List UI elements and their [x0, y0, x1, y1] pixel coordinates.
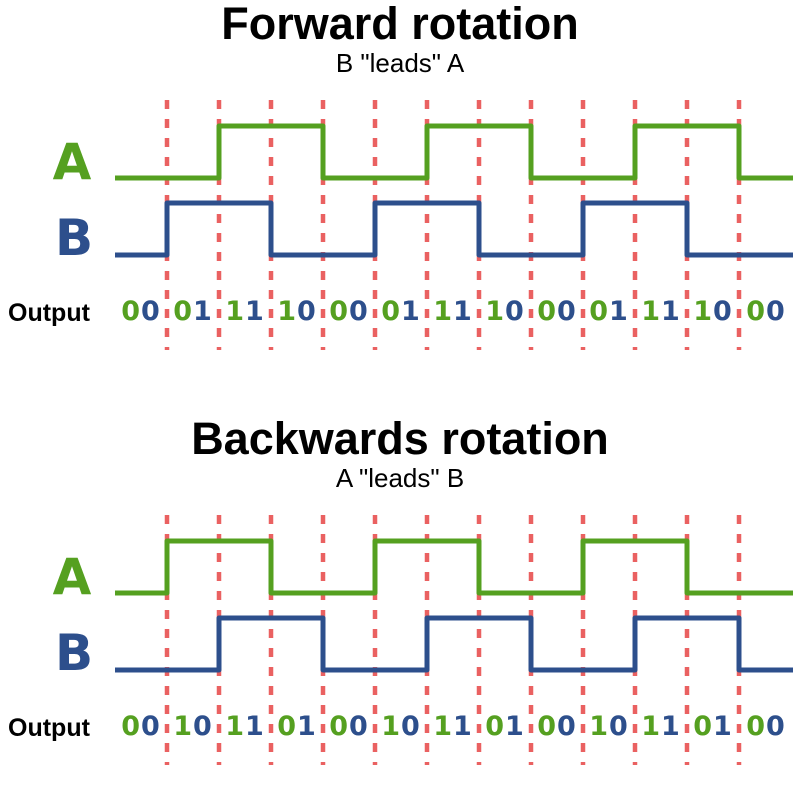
output-pair: 11	[433, 296, 473, 328]
page-title: Backwards rotation	[191, 413, 609, 464]
output-digit-a: 1	[641, 296, 661, 327]
output-digit-a: 0	[329, 711, 349, 742]
signal-a-label: A	[52, 548, 92, 606]
output-digit-a: 0	[693, 711, 713, 742]
output-digit-b: 1	[401, 296, 421, 327]
output-pair: 00	[746, 296, 786, 328]
output-pair: 10	[381, 711, 421, 743]
output-digit-b: 0	[193, 711, 213, 742]
output-digit-a: 1	[225, 296, 245, 327]
output-digit-b: 1	[453, 711, 473, 742]
output-digit-b: 0	[505, 296, 525, 327]
output-digit-a: 1	[485, 296, 505, 327]
output-digit-b: 0	[141, 296, 161, 327]
output-digit-a: 1	[225, 711, 245, 742]
output-digit-a: 1	[589, 711, 609, 742]
output-digit-a: 0	[277, 711, 297, 742]
output-digit-a: 0	[381, 296, 401, 327]
output-digit-b: 1	[609, 296, 629, 327]
output-digit-b: 0	[766, 296, 786, 327]
output-digit-a: 1	[693, 296, 713, 327]
output-digit-b: 0	[349, 711, 369, 742]
output-digit-b: 0	[766, 711, 786, 742]
output-pair: 00	[537, 296, 577, 328]
output-pair: 00	[746, 711, 786, 743]
panel-backwards-rotation: Backwards rotation A "leads" B A B Outpu…	[0, 415, 800, 786]
output-pair: 10	[485, 296, 525, 328]
output-digit-a: 1	[641, 711, 661, 742]
output-pair: 01	[381, 296, 421, 328]
output-pair: 01	[485, 711, 525, 743]
output-digit-b: 1	[297, 711, 317, 742]
output-label: Output	[8, 299, 90, 327]
output-label: Output	[8, 714, 90, 742]
output-digit-b: 0	[557, 711, 577, 742]
output-pair: 11	[641, 296, 681, 328]
output-digit-b: 1	[245, 711, 265, 742]
output-pair: 00	[121, 711, 161, 743]
panel-subtitle: B "leads" A	[335, 48, 465, 78]
output-digit-b: 1	[661, 296, 681, 327]
output-pair: 01	[693, 711, 733, 743]
output-digit-a: 1	[433, 296, 453, 327]
output-digit-a: 0	[746, 296, 766, 327]
output-digit-b: 1	[661, 711, 681, 742]
signal-b-trace	[115, 200, 793, 258]
output-pair: 11	[433, 711, 473, 743]
output-digit-b: 1	[193, 296, 213, 327]
output-pair: 00	[121, 296, 161, 328]
output-digit-a: 0	[485, 711, 505, 742]
signal-a-trace	[115, 123, 793, 181]
output-pair: 10	[277, 296, 317, 328]
output-pair: 11	[641, 711, 681, 743]
output-pair: 11	[225, 711, 265, 743]
output-digit-b: 0	[557, 296, 577, 327]
signal-b-label: B	[54, 209, 94, 267]
output-digit-a: 0	[173, 296, 193, 327]
output-digit-a: 1	[173, 711, 193, 742]
output-digit-a: 0	[537, 711, 557, 742]
output-digit-b: 0	[349, 296, 369, 327]
output-digit-b: 1	[505, 711, 525, 742]
output-pair: 00	[329, 296, 369, 328]
output-digit-a: 1	[381, 711, 401, 742]
panel-forward-rotation: Forward rotation B "leads" A A B Output …	[0, 0, 800, 392]
output-pair: 10	[693, 296, 733, 328]
output-digit-b: 1	[245, 296, 265, 327]
signal-b-label: B	[54, 624, 94, 682]
output-digit-b: 0	[141, 711, 161, 742]
output-digit-b: 0	[401, 711, 421, 742]
output-digit-a: 0	[121, 296, 141, 327]
output-pair: 00	[329, 711, 369, 743]
page-title: Forward rotation	[221, 0, 579, 49]
signal-b-trace	[115, 615, 793, 673]
output-pair: 00	[537, 711, 577, 743]
output-pair: 10	[173, 711, 213, 743]
output-digit-a: 0	[121, 711, 141, 742]
output-pair: 11	[225, 296, 265, 328]
output-digit-a: 1	[433, 711, 453, 742]
signal-a-label: A	[52, 133, 92, 191]
output-digit-b: 0	[297, 296, 317, 327]
panel-subtitle: A "leads" B	[335, 463, 465, 493]
output-pair: 01	[277, 711, 317, 743]
output-digit-b: 1	[453, 296, 473, 327]
output-digit-b: 1	[713, 711, 733, 742]
output-digit-b: 0	[713, 296, 733, 327]
output-digit-b: 0	[609, 711, 629, 742]
output-digit-a: 0	[746, 711, 766, 742]
signal-a-trace	[115, 538, 793, 596]
output-digit-a: 0	[589, 296, 609, 327]
output-pair: 10	[589, 711, 629, 743]
output-digit-a: 1	[277, 296, 297, 327]
output-digit-a: 0	[537, 296, 557, 327]
output-pair: 01	[173, 296, 213, 328]
output-pair: 01	[589, 296, 629, 328]
output-digit-a: 0	[329, 296, 349, 327]
